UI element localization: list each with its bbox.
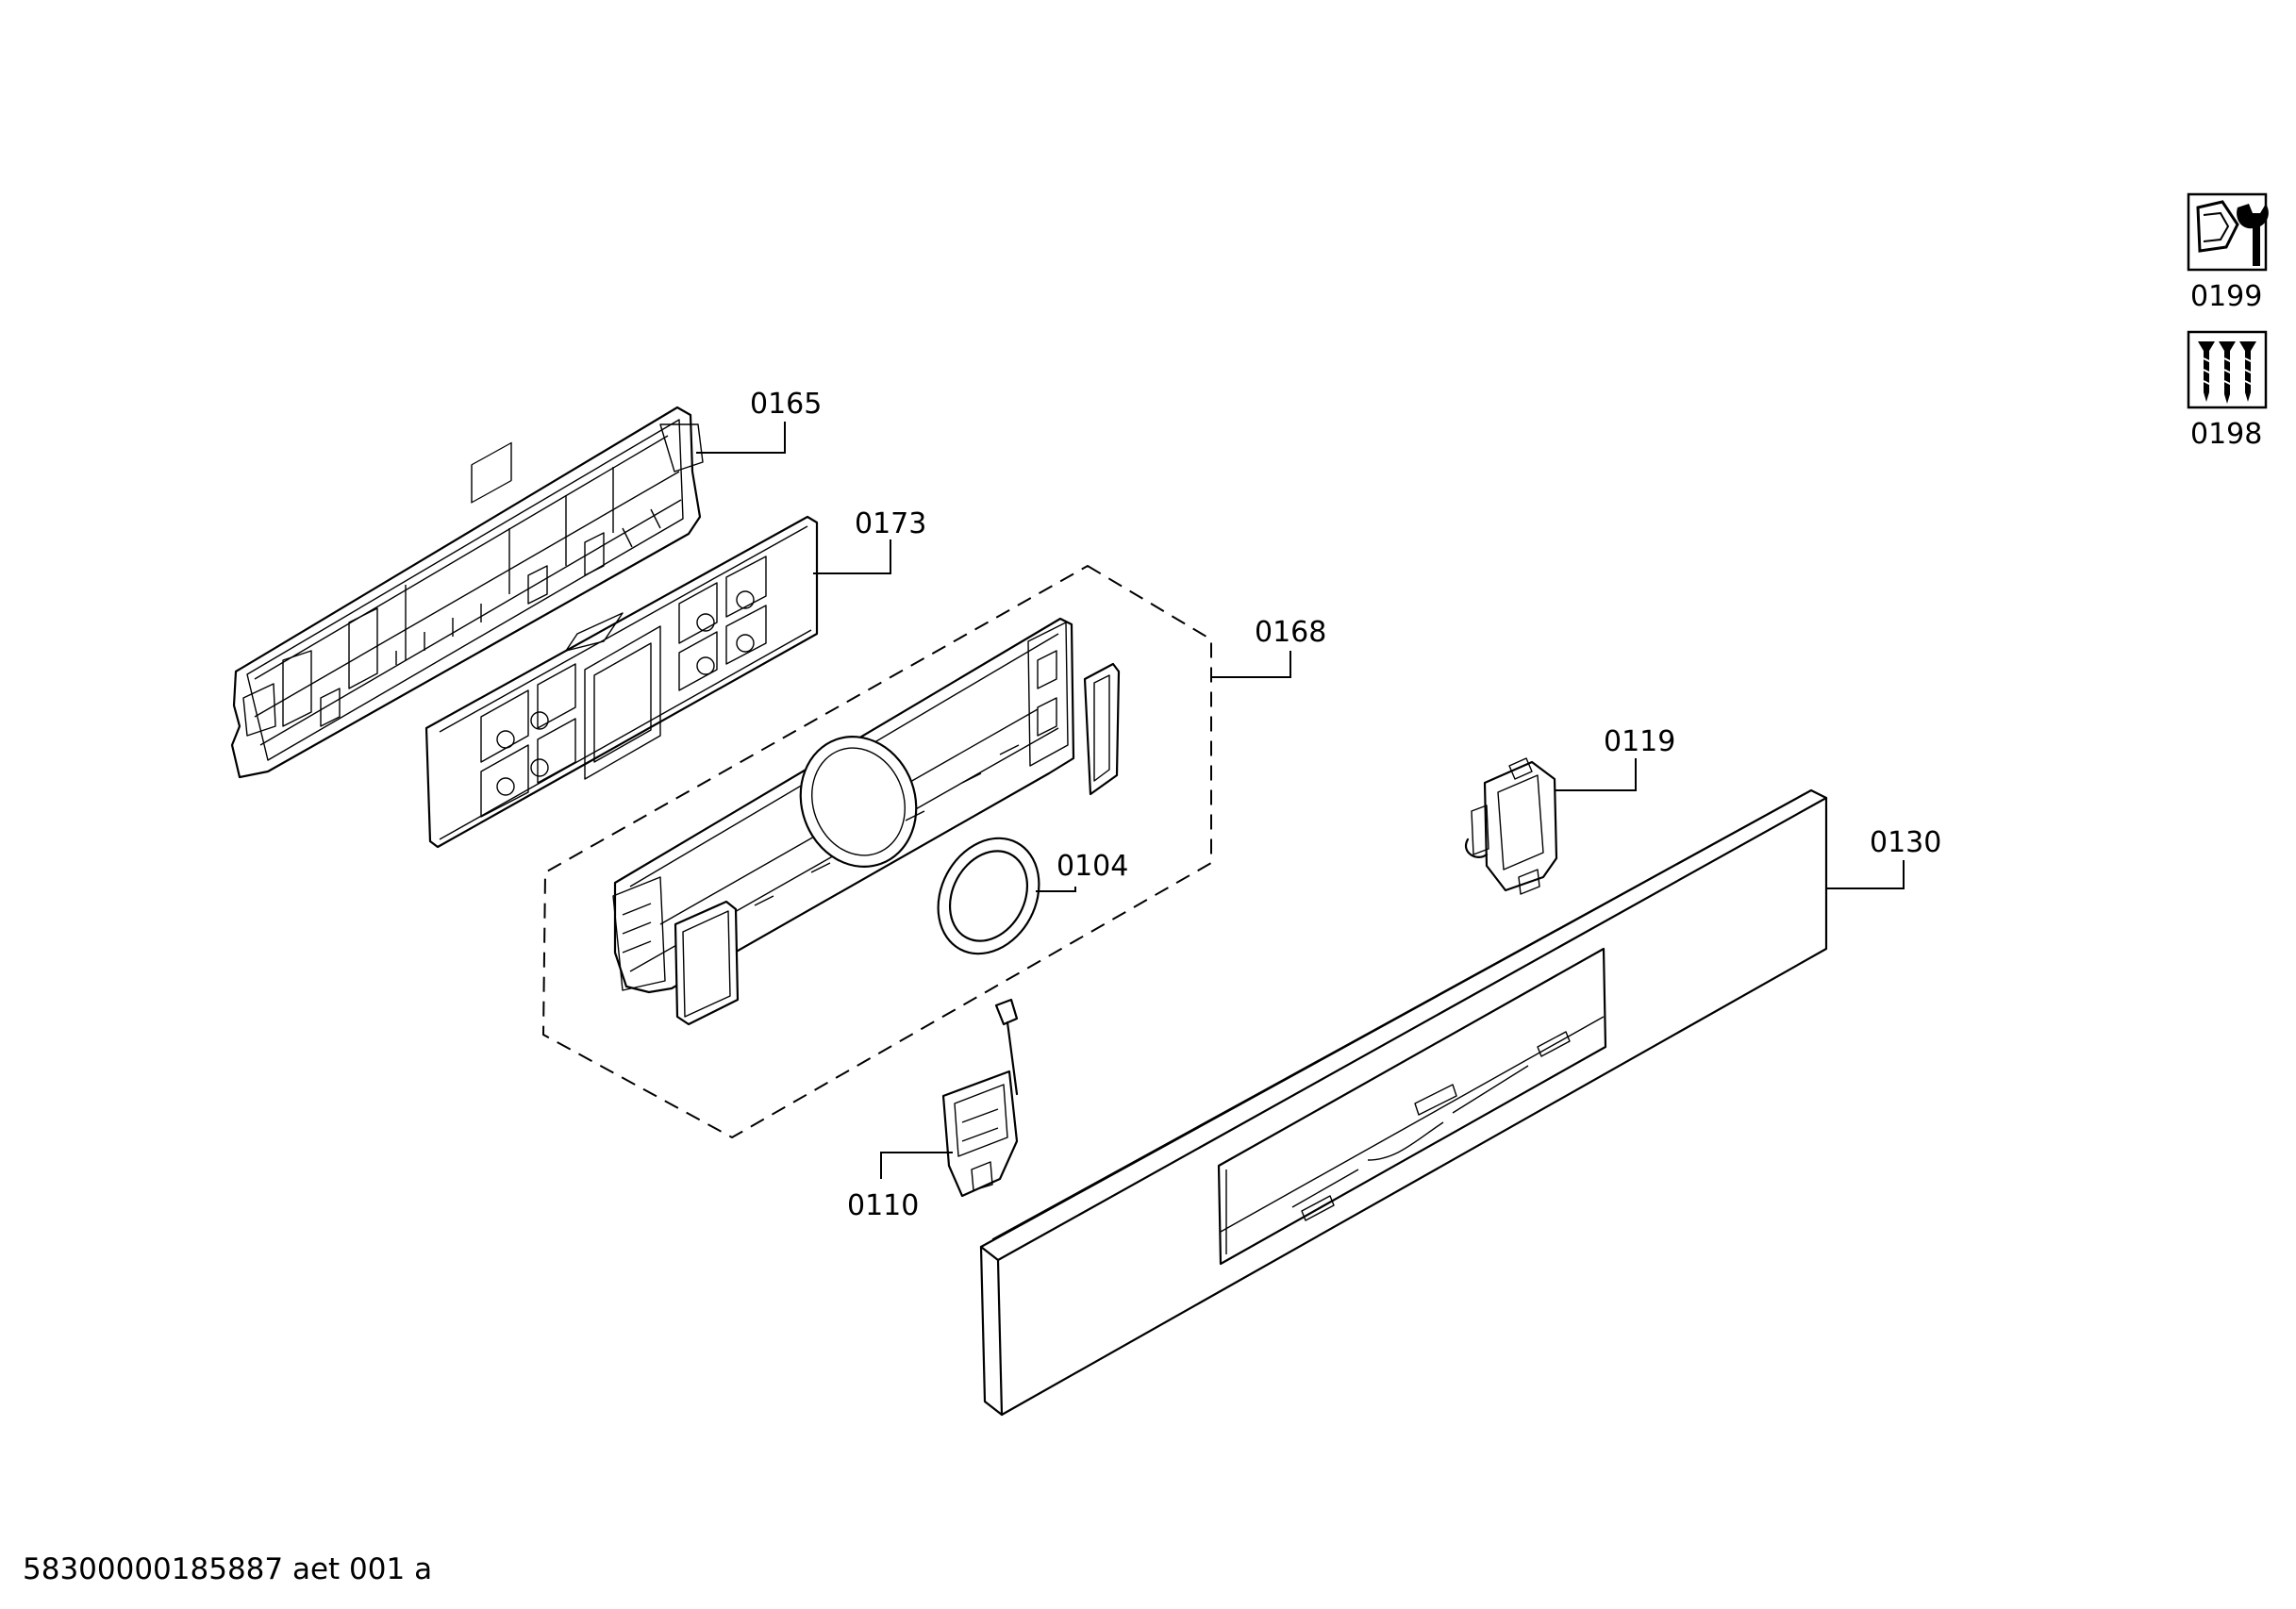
label-0173: 0173 [855, 507, 926, 540]
part-0110-bracket[interactable] [941, 998, 1019, 1198]
label-0199: 0199 [2190, 280, 2262, 313]
leader-0130 [1826, 860, 1905, 889]
label-0119: 0119 [1604, 725, 1675, 758]
tools-icon[interactable] [2187, 192, 2269, 272]
assembly-outline-0168 [541, 564, 1212, 1139]
part-0165-frame[interactable] [230, 406, 704, 779]
leader-0110 [880, 1152, 953, 1179]
label-0198: 0198 [2190, 418, 2262, 451]
label-0165: 0165 [750, 388, 822, 421]
leader-0104 [1036, 887, 1076, 892]
document-code: 58300000185887 aet 001 a [23, 1552, 433, 1586]
part-0130-front-panel[interactable] [979, 788, 1828, 1417]
part-0104-ring[interactable] [919, 821, 1058, 971]
part-0173-circuit-board[interactable] [424, 441, 819, 849]
screws-icon[interactable] [2187, 330, 2268, 409]
label-0168: 0168 [1255, 616, 1326, 649]
part-0119-module[interactable] [1465, 757, 1558, 895]
part-0168-control-frame[interactable] [612, 617, 1121, 1026]
leader-0165 [696, 422, 786, 454]
label-0130: 0130 [1870, 826, 1941, 859]
leader-0168 [1211, 651, 1291, 678]
leader-0119 [1555, 758, 1637, 791]
label-0104: 0104 [1056, 850, 1128, 883]
leader-0173 [813, 539, 891, 574]
label-0110: 0110 [847, 1189, 919, 1222]
